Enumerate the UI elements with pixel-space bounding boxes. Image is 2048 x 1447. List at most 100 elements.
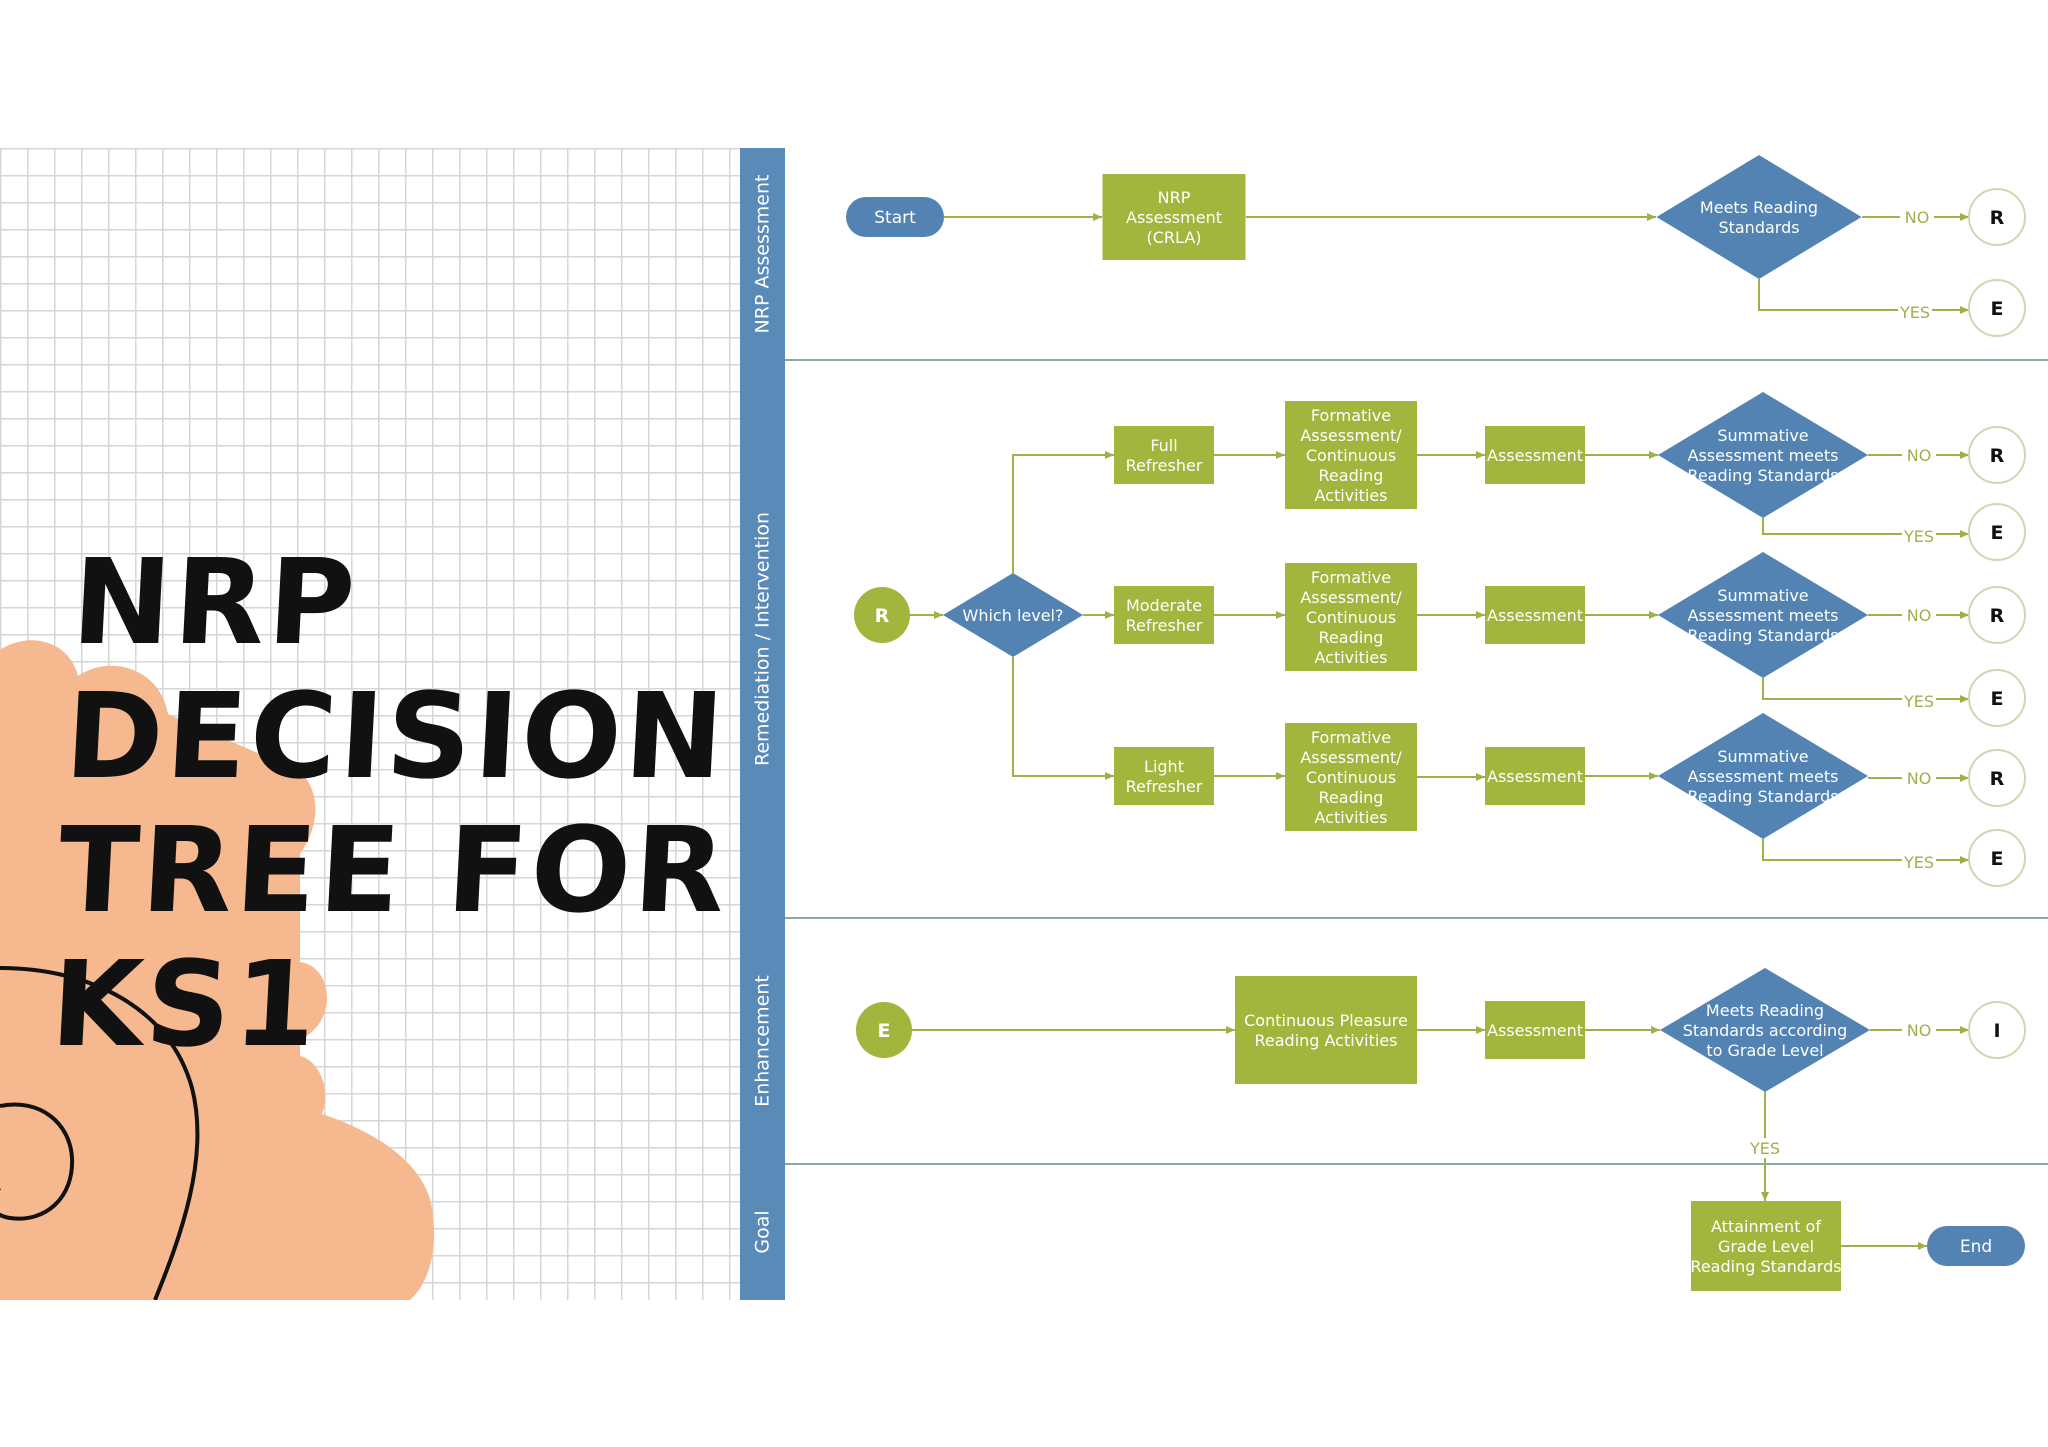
connector-circle	[1968, 586, 2026, 644]
connector-circle	[1968, 503, 2026, 561]
process-box	[1102, 174, 1246, 260]
node-label-line: R	[875, 605, 890, 627]
node-label-line: Standards	[1718, 218, 1799, 237]
node-label-line: R	[1990, 207, 2005, 229]
terminal-pill	[846, 197, 944, 237]
decision-diamond	[1658, 552, 1868, 678]
decision-diamond	[1658, 392, 1868, 518]
edge-label-backdrop	[1900, 207, 1934, 227]
node-label-line: R	[1990, 605, 2005, 627]
connector-circle	[1968, 749, 2026, 807]
edge-label: YES	[1903, 527, 1934, 546]
edge-label-backdrop	[1902, 605, 1936, 625]
node-label-line: Continuous	[1306, 608, 1396, 627]
node-label-line: E	[1991, 298, 2004, 320]
process-box	[1485, 426, 1585, 484]
node-label-line: Full	[1150, 436, 1177, 455]
node-c-e2: E	[1968, 669, 2026, 727]
node-label-line: Reading Activities	[1254, 1031, 1397, 1050]
node-label-line: Reading Standards	[1690, 1257, 1841, 1276]
node-label-line: Assessment	[1487, 1021, 1583, 1040]
edge-label: YES	[1903, 692, 1934, 711]
node-label-line: Reading Standards	[1687, 626, 1838, 645]
process-box	[1485, 747, 1585, 805]
node-label-line: Refresher	[1126, 456, 1203, 475]
start-circle	[856, 1002, 912, 1058]
node-label-line: Refresher	[1126, 616, 1203, 635]
edge-label-backdrop	[1748, 1138, 1782, 1158]
node-c-e-top: E	[1968, 279, 2026, 337]
decision-diamond	[1660, 968, 1870, 1092]
decision-diamond	[943, 573, 1083, 657]
node-label-line: E	[1991, 522, 2004, 544]
node-c-r3: R	[1968, 749, 2026, 807]
connector-arrow	[1762, 678, 1969, 703]
node-label-line: R	[1990, 768, 2005, 790]
process-box	[1114, 426, 1214, 484]
node-assess4: Assessment	[1485, 1001, 1585, 1059]
node-form3: FormativeAssessment/ContinuousReadingAct…	[1285, 723, 1417, 831]
node-label-line: Reading	[1319, 466, 1384, 485]
edge-label-backdrop	[1902, 691, 1936, 711]
node-r-start: R	[854, 587, 910, 643]
connector-circle	[1968, 426, 2026, 484]
edge-label: YES	[1749, 1139, 1780, 1158]
swimlane-bar	[740, 148, 785, 1300]
node-assess1: Assessment	[1485, 426, 1585, 484]
node-label-line: Formative	[1311, 568, 1391, 587]
edge-label: NO	[1905, 208, 1930, 227]
node-label-line: Light	[1144, 757, 1184, 776]
node-label-line: Assessment meets	[1688, 767, 1839, 786]
node-label-line: Assessment meets	[1688, 446, 1839, 465]
node-label-line: E	[1991, 688, 2004, 710]
node-label-line: Reading	[1319, 628, 1384, 647]
node-label-line: Meets Reading	[1706, 1001, 1824, 1020]
node-label-line: R	[1990, 445, 2005, 467]
process-box	[1285, 563, 1417, 671]
node-label-line: Continuous	[1306, 768, 1396, 787]
node-assess3: Assessment	[1485, 747, 1585, 805]
node-label-line: End	[1960, 1237, 1992, 1257]
process-box	[1485, 586, 1585, 644]
node-start: Start	[846, 197, 944, 237]
node-label-line: Summative	[1717, 747, 1808, 766]
node-label-line: Continuous	[1306, 446, 1396, 465]
node-form2: FormativeAssessment/ContinuousReadingAct…	[1285, 563, 1417, 671]
node-label-line: Activities	[1315, 648, 1388, 667]
node-label-line: Assessment/	[1300, 426, 1402, 445]
decision-diamond	[1658, 713, 1868, 839]
edge-label: YES	[1903, 853, 1934, 872]
node-c-r1: R	[1968, 426, 2026, 484]
start-circle	[854, 587, 910, 643]
swimlane-label: Remediation / Intervention	[752, 512, 774, 766]
terminal-pill	[1927, 1226, 2025, 1266]
spiral-curl	[0, 1102, 75, 1221]
node-label-line: Grade Level	[1718, 1237, 1814, 1256]
process-box	[1485, 1001, 1585, 1059]
connector-arrow	[1762, 518, 1969, 538]
node-label-line: Start	[874, 208, 916, 228]
node-label-line: Attainment of	[1711, 1217, 1821, 1236]
connector-circle	[1968, 279, 2026, 337]
node-label-line: I	[1993, 1020, 2000, 1042]
node-label-line: Which level?	[963, 606, 1064, 625]
grid-paper-background	[0, 148, 740, 1300]
node-label-line: Assessment/	[1300, 588, 1402, 607]
node-label-line: Reading	[1319, 788, 1384, 807]
edge-label-backdrop	[1902, 526, 1936, 546]
node-label-line: Summative	[1717, 426, 1808, 445]
edge-label-backdrop	[1902, 852, 1936, 872]
node-c-r2: R	[1968, 586, 2026, 644]
process-box	[1235, 976, 1417, 1084]
edge-label-backdrop	[1902, 445, 1936, 465]
process-box	[1114, 747, 1214, 805]
node-label-line: Formative	[1311, 406, 1391, 425]
node-assess2: Assessment	[1485, 586, 1585, 644]
